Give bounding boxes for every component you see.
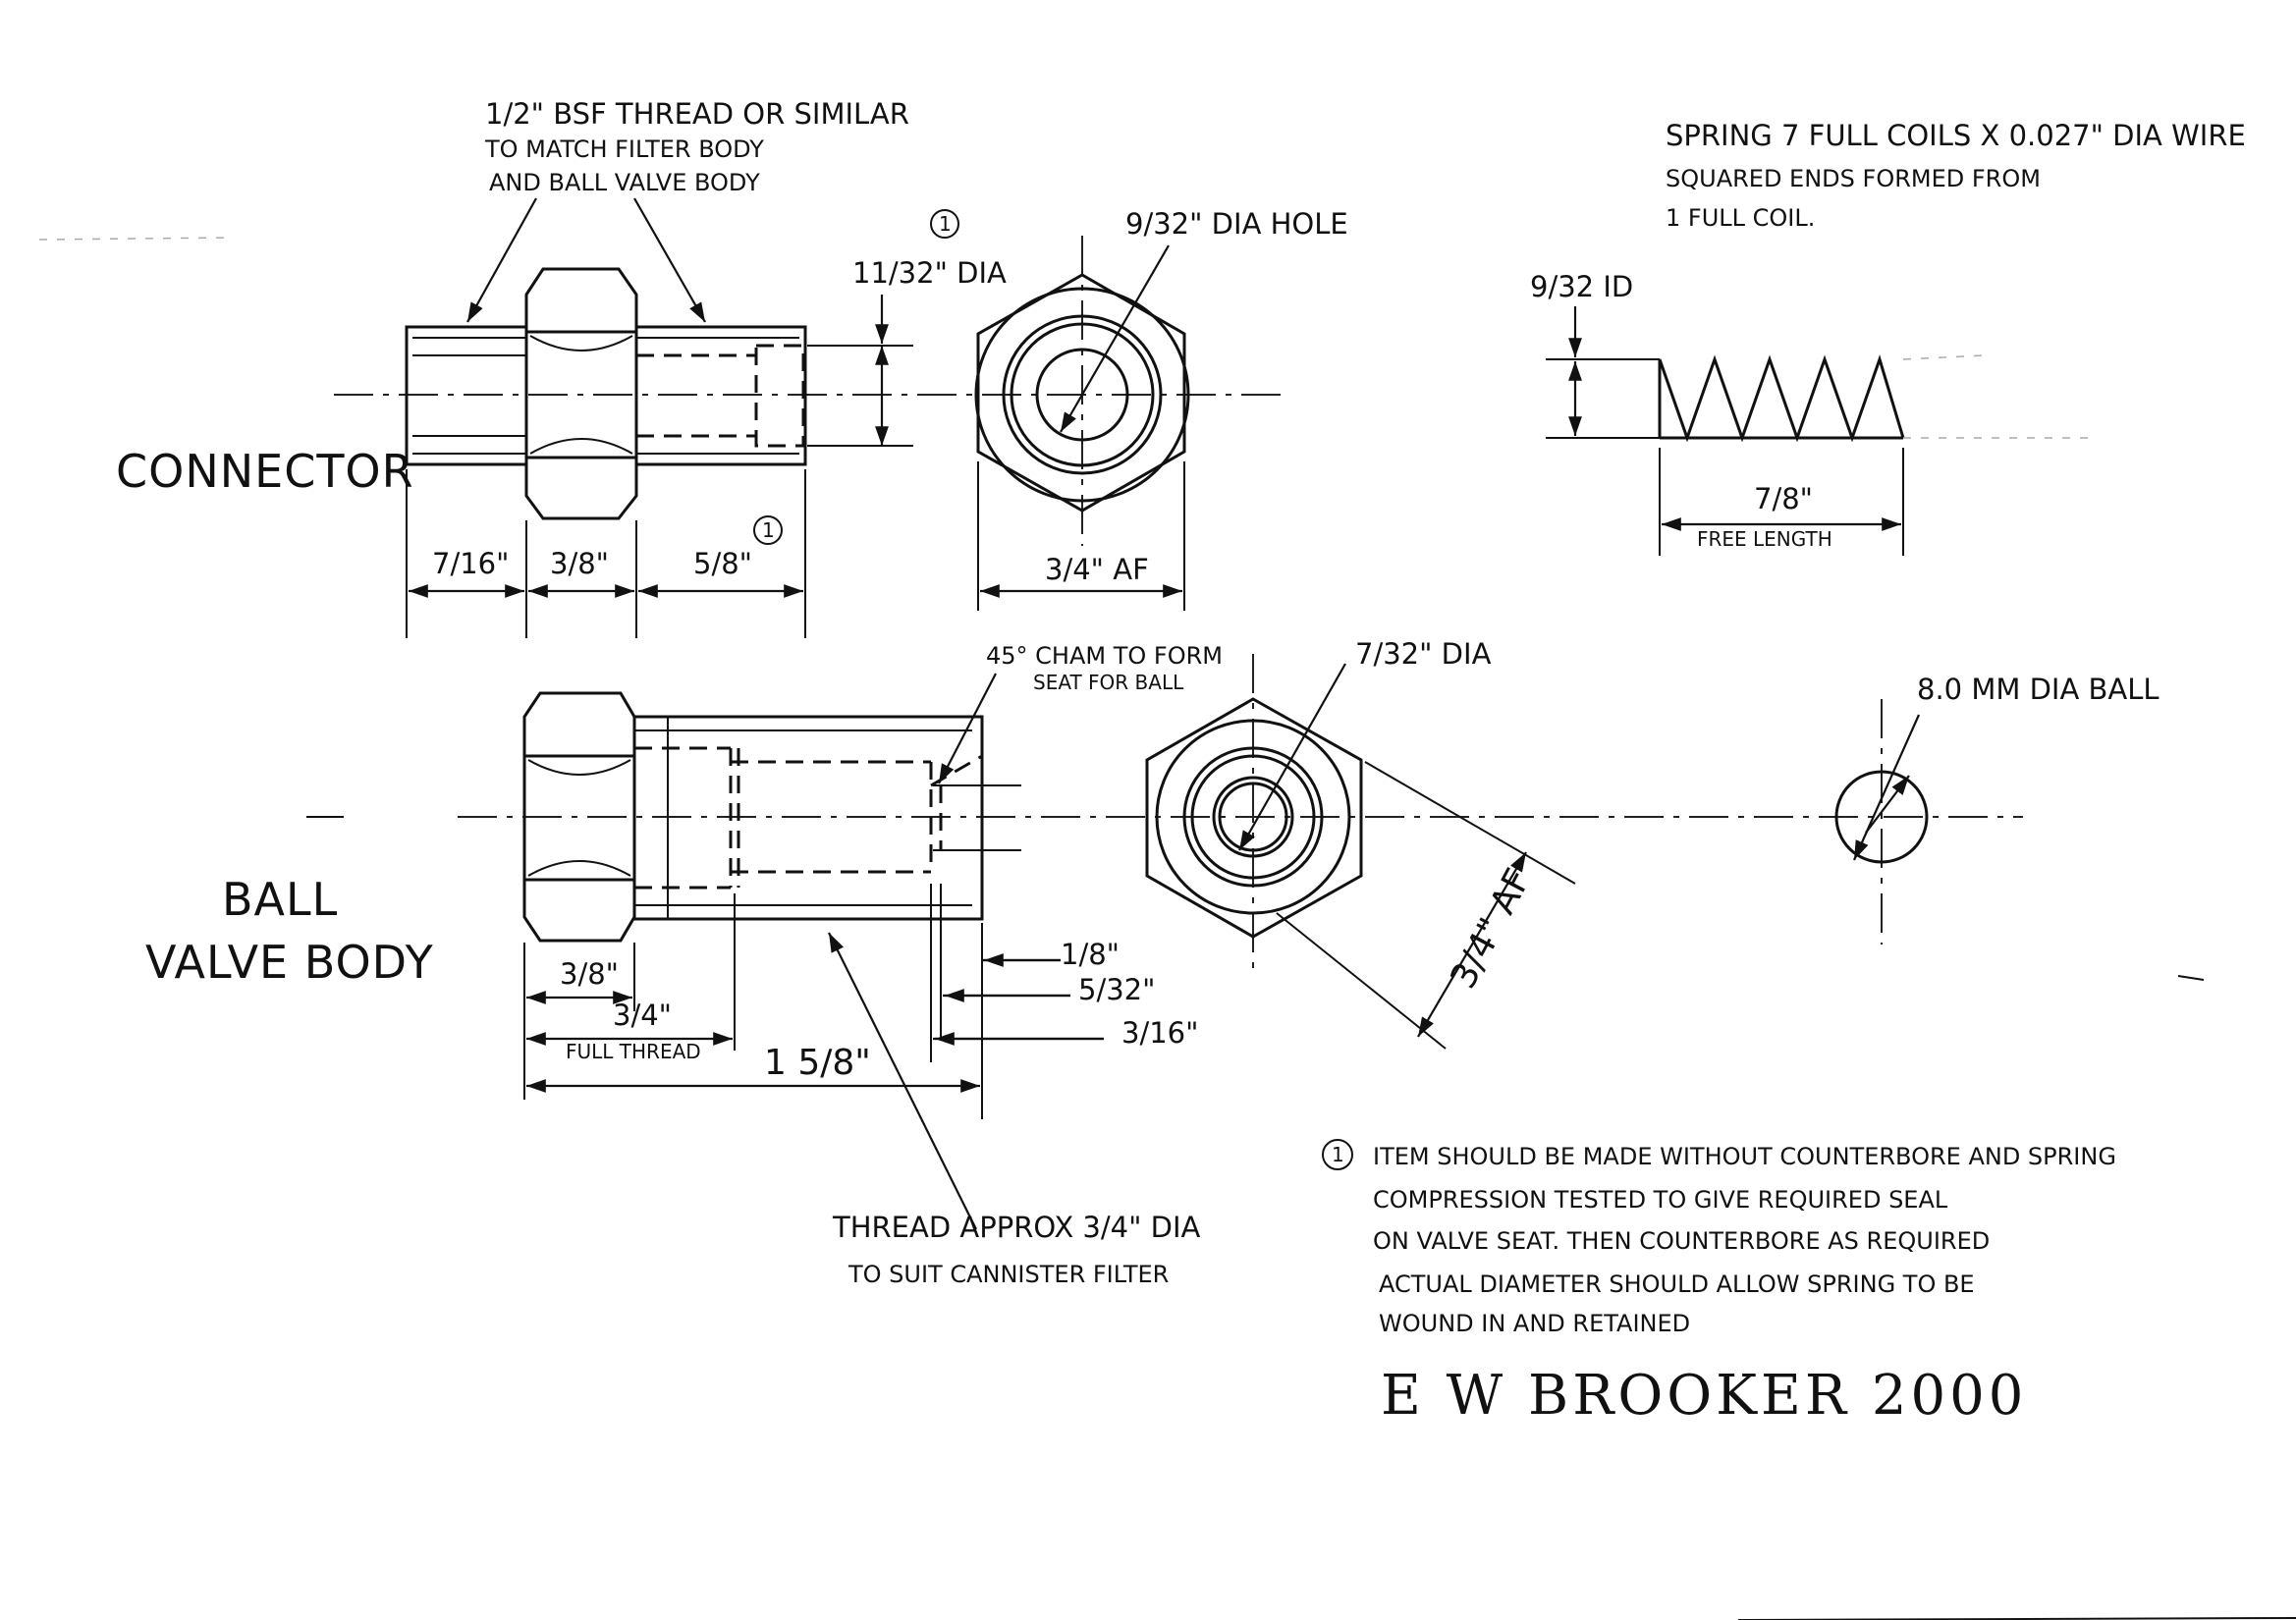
note-line-2: COMPRESSION TESTED TO GIVE REQUIRED SEAL (1373, 1186, 1948, 1214)
signature: E W BROOKER 2000 (1381, 1364, 2027, 1428)
connector-len-hex: 3/8" (550, 547, 609, 580)
ball-label: 8.0 MM DIA BALL (1917, 673, 2159, 706)
note-ref-circle (930, 209, 959, 239)
svg-text:1: 1 (762, 518, 775, 542)
bvb-dim-5-32: 5/32" (1078, 973, 1155, 1006)
spring-id-dim: 9/32 ID (1530, 270, 1633, 303)
ball-valve-body-labels: BALL VALVE BODY 45° CHAM TO FORM SEAT FO… (145, 642, 1223, 1288)
note-ref: 1 (1332, 1143, 1344, 1166)
spring-spec-1: SPRING 7 FULL COILS X 0.027" DIA WIRE (1666, 119, 2246, 152)
bvb-len-hex: 3/8" (560, 957, 619, 991)
note-ref-circle-2 (753, 515, 783, 545)
connector-thread-note-2: TO MATCH FILTER BODY (484, 135, 764, 163)
bvb-hex-af: 3/4" AF (1443, 862, 1539, 995)
ball-valve-title-1: BALL (222, 873, 338, 926)
bvb-thread-note-1: THREAD APPROX 3/4" DIA (832, 1211, 1201, 1244)
bvb-full-thread-label: FULL THREAD (566, 1040, 701, 1063)
connector-note-ref: 1 (939, 212, 952, 236)
bvb-hole-dim: 7/32" DIA (1355, 637, 1492, 671)
manufacturing-note: 1 ITEM SHOULD BE MADE WITHOUT COUNTERBOR… (1322, 1139, 2116, 1337)
ball-valve-body-dimensions (523, 673, 1104, 1230)
bvb-len-thread: 3/4" (613, 999, 672, 1032)
note-line-4: ACTUAL DIAMETER SHOULD ALLOW SPRING TO B… (1379, 1270, 1975, 1298)
note-ref-circle-3 (1322, 1139, 1353, 1170)
bvb-overall-len: 1 5/8" (764, 1043, 871, 1083)
chamfer-note-1: 45° CHAM TO FORM (986, 642, 1223, 670)
connector-hex-af: 3/4" AF (1045, 553, 1149, 586)
spring-view: 9/32 ID 7/8" FREE LENGTH SPRING 7 FULL C… (1530, 119, 2246, 556)
note-line-3: ON VALVE SEAT. THEN COUNTERBORE AS REQUI… (1373, 1227, 1990, 1255)
connector-thread-note-1: 1/2" BSF THREAD OR SIMILAR (485, 97, 909, 131)
note-line-5: WOUND IN AND RETAINED (1379, 1310, 1690, 1337)
note-line-1: ITEM SHOULD BE MADE WITHOUT COUNTERBORE … (1373, 1143, 2116, 1170)
connector-bore-dim: 11/32" DIA (852, 256, 1007, 290)
ball-valve-body-side-view (306, 691, 2023, 943)
connector-title: CONNECTOR (116, 445, 414, 498)
bvb-thread-note-2: TO SUIT CANNISTER FILTER (847, 1261, 1169, 1288)
spring-length-dim: 7/8" (1754, 482, 1813, 515)
connector-hole-dim: 9/32" DIA HOLE (1125, 207, 1348, 241)
ball-valve-body-end-view: 7/32" DIA 3/4" AF (1145, 637, 1576, 1050)
chamfer-note-2: SEAT FOR BALL (1033, 671, 1184, 694)
spring-spec-3: 1 FULL COIL. (1666, 204, 1815, 232)
spring-spec-2: SQUARED ENDS FORMED FROM (1666, 165, 2041, 192)
connector-thread-note-3: AND BALL VALVE BODY (489, 169, 760, 196)
connector-len-left: 7/16" (432, 547, 509, 580)
ball-view: 8.0 MM DIA BALL (1834, 673, 2159, 945)
bvb-dim-3-16: 3/16" (1121, 1016, 1198, 1050)
ball-valve-title-2: VALVE BODY (145, 936, 434, 989)
connector-labels: CONNECTOR 1/2" BSF THREAD OR SIMILAR TO … (116, 97, 1007, 580)
connector-end-view: 9/32" DIA HOLE 3/4" AF (974, 207, 1348, 611)
connector-len-right: 5/8" (693, 547, 752, 580)
bvb-dim-1-8: 1/8" (1061, 938, 1120, 971)
connector-dimensions (406, 197, 913, 638)
spring-length-label: FREE LENGTH (1697, 527, 1832, 551)
